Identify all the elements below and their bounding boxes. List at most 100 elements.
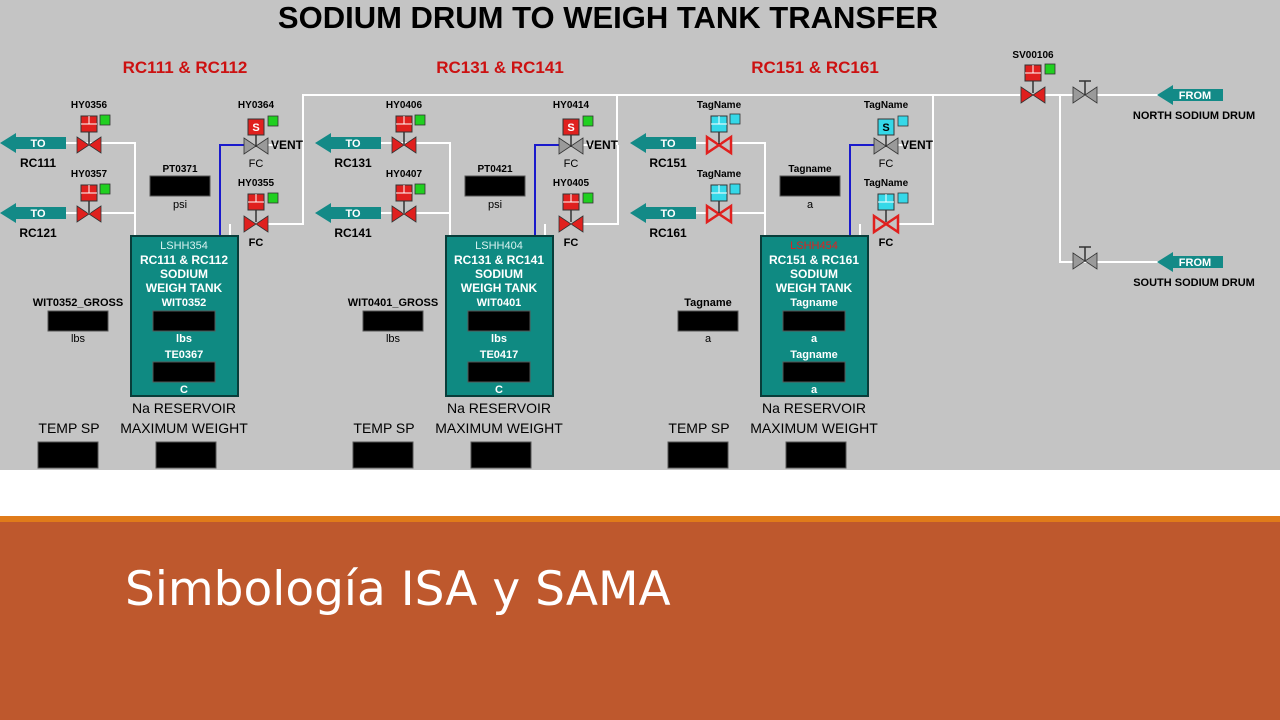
to-arrow: TO	[630, 203, 696, 223]
valve-tag: HY0356	[71, 100, 108, 111]
to-arrow: TO	[0, 133, 66, 153]
valve-actuator-icon	[80, 115, 98, 144]
tank-weight-unit: lbs	[176, 333, 192, 345]
valve-body	[403, 136, 417, 154]
flow-arrow-shape	[1157, 85, 1223, 105]
supply-valve[interactable]	[1020, 86, 1046, 104]
valve-body	[76, 136, 90, 154]
to-arrow: TO	[630, 133, 696, 153]
fc-label: FC	[249, 158, 264, 170]
temp-sp-label: TEMP SP	[668, 420, 729, 436]
destination-label: RC151	[649, 156, 687, 170]
tank-temp-unit: C	[180, 384, 188, 396]
flow-arrow-shape	[0, 203, 66, 223]
supply-pipe	[1059, 95, 1160, 263]
temp-sp-input[interactable]	[352, 441, 414, 469]
gross-weight-display[interactable]	[362, 310, 424, 332]
status-indicator	[582, 192, 594, 204]
pressure-tag: PT0421	[477, 164, 512, 175]
gross-weight-tag: WIT0352_GROSS	[33, 297, 123, 309]
valve-actuator-icon	[395, 184, 413, 213]
tank-alarm-tag: LSHH404	[475, 240, 523, 252]
manual-valve-south[interactable]	[1072, 252, 1098, 270]
max-weight-input[interactable]	[155, 441, 217, 469]
tank-temp-unit: a	[811, 384, 818, 396]
status-indicator	[729, 113, 741, 125]
supply-valve-tag: SV00106	[1012, 50, 1054, 61]
valve-tag: HY0405	[553, 178, 590, 189]
tank-temp-tag: TE0417	[480, 349, 519, 361]
valve-tag: TagName	[697, 169, 742, 180]
vent-valve[interactable]	[243, 137, 269, 155]
fill-valve[interactable]	[872, 213, 900, 235]
vent-valve[interactable]	[558, 137, 584, 155]
flow-arrow-label: FROM	[1179, 257, 1211, 269]
tank-name: RC131 & RC141	[454, 253, 544, 267]
pressure-display[interactable]	[149, 175, 211, 197]
pressure-display[interactable]	[779, 175, 841, 197]
tank-weight-tag: Tagname	[790, 297, 837, 309]
max-weight-input[interactable]	[470, 441, 532, 469]
valve-body	[558, 137, 572, 155]
flow-arrow-label: TO	[345, 138, 361, 150]
valve-body	[873, 137, 887, 155]
flow-arrow-label: TO	[30, 208, 46, 220]
gross-weight-display[interactable]	[677, 310, 739, 332]
process-diagram: SODIUM DRUM TO WEIGH TANK TRANSFERRC111 …	[0, 0, 1255, 469]
fc-label: FC	[564, 237, 579, 249]
tank-temp-display[interactable]	[467, 361, 531, 383]
fc-label: FC	[249, 237, 264, 249]
tank-weight-display[interactable]	[152, 310, 216, 332]
fill-valve[interactable]	[243, 215, 269, 233]
gross-weight-unit: lbs	[386, 333, 401, 345]
pressure-tag: PT0371	[162, 164, 197, 175]
outlet-valve-top[interactable]	[391, 136, 417, 154]
status-indicator	[267, 192, 279, 204]
max-weight-input[interactable]	[785, 441, 847, 469]
flow-arrow-label: TO	[660, 208, 676, 220]
to-arrow: TO	[315, 133, 381, 153]
vent-valve[interactable]	[873, 137, 899, 155]
flow-arrow-label: FROM	[1179, 90, 1211, 102]
temp-sp-input[interactable]	[37, 441, 99, 469]
fill-valve[interactable]	[558, 215, 584, 233]
valve-body	[88, 136, 102, 154]
solenoid-icon: S	[562, 118, 580, 147]
tank-temp-display[interactable]	[152, 361, 216, 383]
flow-arrow-label: TO	[30, 138, 46, 150]
valve-body	[872, 213, 889, 235]
valve-tag: HY0355	[238, 178, 275, 189]
tank-temp-display[interactable]	[782, 361, 846, 383]
status-indicator	[897, 115, 909, 127]
temp-sp-label: TEMP SP	[38, 420, 99, 436]
manual-valve-north[interactable]	[1072, 86, 1098, 104]
gross-weight-display[interactable]	[47, 310, 109, 332]
actuator-box	[877, 118, 895, 136]
flow-arrow-label: TO	[660, 138, 676, 150]
outlet-valve-bottom[interactable]	[705, 203, 733, 225]
flow-arrow-shape	[630, 133, 696, 153]
status-indicator	[267, 115, 279, 127]
valve-body	[570, 137, 584, 155]
tank-weight-display[interactable]	[782, 310, 846, 332]
valve-actuator-icon	[247, 193, 265, 222]
north-drum-label: NORTH SODIUM DRUM	[1133, 110, 1255, 122]
valve-body	[243, 215, 257, 233]
outlet-valve-top[interactable]	[76, 136, 102, 154]
outlet-valve-bottom[interactable]	[76, 205, 102, 223]
valve-body	[1084, 252, 1098, 270]
temp-sp-input[interactable]	[667, 441, 729, 469]
tank-weight-unit: a	[811, 333, 818, 345]
valve-actuator-icon	[710, 115, 728, 144]
outlet-valve-bottom[interactable]	[391, 205, 417, 223]
valve-tag: TagName	[697, 100, 742, 111]
outlet-valve-top[interactable]	[705, 134, 733, 156]
tank-weight-display[interactable]	[467, 310, 531, 332]
vent-label: VENT	[271, 138, 304, 152]
actuator-letter: S	[567, 122, 574, 134]
group-heading: RC131 & RC141	[436, 58, 564, 77]
vent-line	[534, 144, 559, 236]
valve-tag: TagName	[864, 178, 909, 189]
pressure-display[interactable]	[464, 175, 526, 197]
